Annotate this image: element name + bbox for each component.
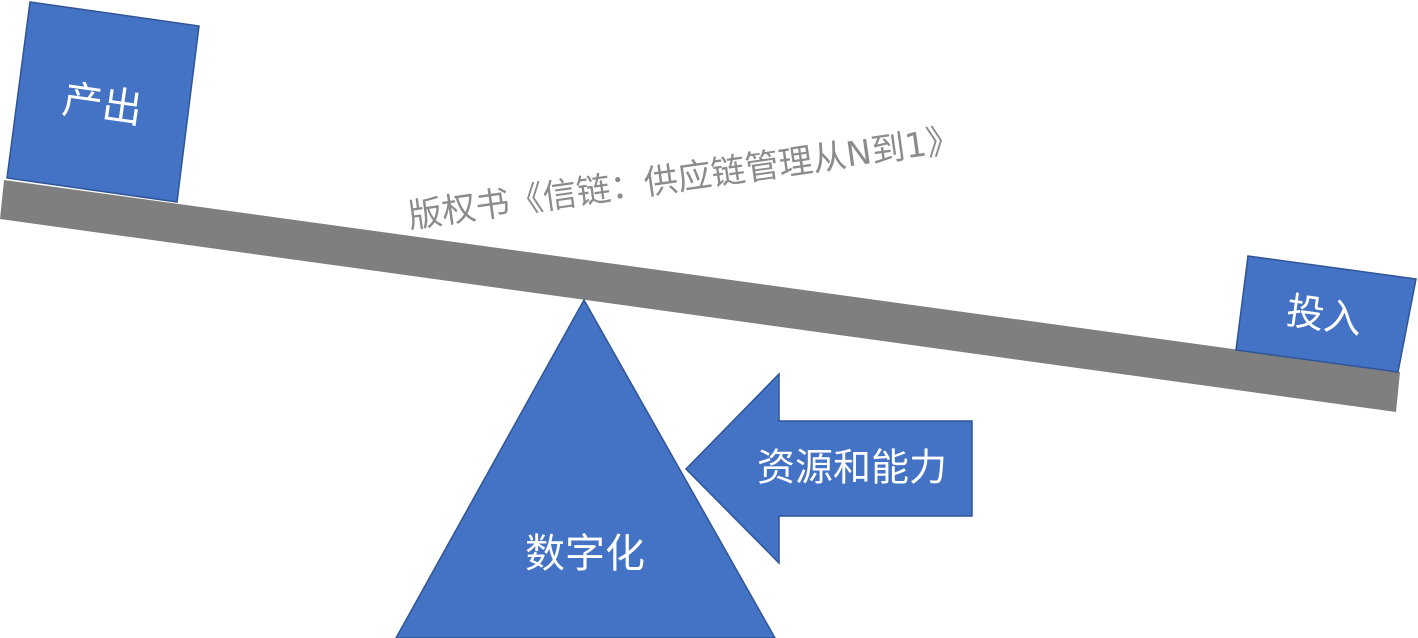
force-arrow-label: 资源和能力 bbox=[757, 446, 947, 490]
input-box: 投入 bbox=[1235, 255, 1417, 373]
seesaw-beam bbox=[0, 180, 1400, 412]
input-label: 投入 bbox=[1284, 288, 1365, 342]
force-arrow: 资源和能力 bbox=[684, 372, 973, 565]
fulcrum-label: 数字化 bbox=[525, 531, 645, 577]
watermark-text: 版权书《信链：供应链管理从N到1》 bbox=[406, 120, 963, 237]
output-box: 产出 bbox=[6, 1, 200, 203]
output-label: 产出 bbox=[59, 77, 145, 134]
fulcrum-triangle: 数字化 bbox=[395, 298, 776, 638]
